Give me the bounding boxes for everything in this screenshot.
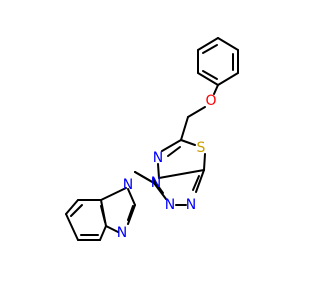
bond [127, 204, 136, 225]
bond [203, 153, 206, 171]
triazole-nitrogen-b-label: N [165, 197, 175, 213]
bond [161, 139, 182, 152]
bond-inner [202, 44, 218, 54]
bond-ch2-benzimidazole [134, 171, 155, 184]
bond [100, 187, 127, 201]
bond-inner [167, 146, 181, 157]
bond [157, 163, 160, 179]
bond-inner [100, 205, 106, 223]
benzimidazole-nitrogen-3-label: N [117, 225, 127, 241]
bond-ch2-thiadiazole [180, 116, 189, 141]
bond-inner [202, 70, 218, 80]
bond [195, 169, 205, 193]
bond [99, 225, 107, 241]
molecule-structure-diagram: O S N N N N N N [65, 37, 239, 241]
bond-inner [127, 205, 134, 221]
bond [127, 188, 136, 206]
oxygen-atom-label: O [205, 93, 216, 109]
bond [105, 225, 119, 233]
bond-inner [70, 204, 83, 217]
bond [217, 72, 239, 86]
bond-inner [192, 175, 200, 191]
sulfur-atom-label: S [197, 140, 206, 156]
benzimidazole-ring [65, 187, 136, 241]
bond [180, 139, 196, 146]
thiadiazole-nitrogen-label: N [153, 150, 163, 166]
bond [153, 182, 167, 200]
bond [65, 199, 79, 215]
bridgehead-nitrogen-label: N [151, 175, 161, 191]
bond [197, 37, 219, 51]
bond [197, 72, 219, 86]
bond-phenyl-oxygen [213, 84, 219, 95]
bond-oxygen-ch2 [187, 106, 206, 118]
thiadiazole-ring [157, 139, 206, 179]
bond [65, 213, 79, 241]
bond-inner [152, 178, 164, 194]
triazole-nitrogen-a-label: N [186, 197, 196, 213]
phenyl-ring [197, 37, 239, 86]
benzimidazole-nitrogen-1-label: N [123, 177, 133, 193]
bond [158, 169, 205, 179]
bond [217, 37, 239, 51]
